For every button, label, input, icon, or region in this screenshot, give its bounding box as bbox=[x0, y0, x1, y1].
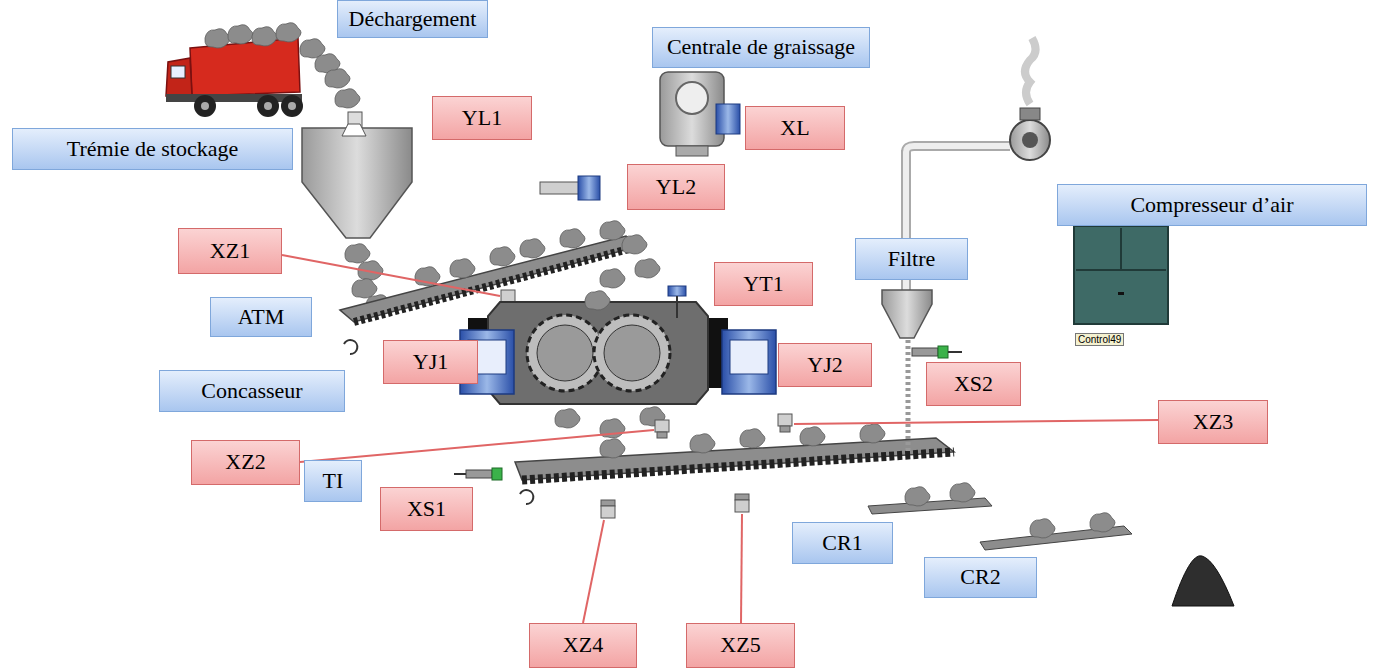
label-text: YJ2 bbox=[807, 353, 842, 377]
label-text: XZ1 bbox=[210, 239, 250, 263]
label-text: CR2 bbox=[960, 565, 1000, 589]
label-text: XS2 bbox=[954, 372, 993, 396]
label-text: Filtre bbox=[888, 247, 936, 271]
signal-label: YT1 bbox=[714, 262, 813, 306]
label-text: YL2 bbox=[656, 175, 696, 199]
label-text: ATM bbox=[238, 305, 284, 329]
signal-label: YL1 bbox=[432, 96, 532, 140]
label-text: XZ5 bbox=[720, 633, 760, 657]
control-label: Control49 bbox=[1075, 333, 1124, 346]
leader-lines bbox=[282, 255, 1158, 623]
label-text: YJ1 bbox=[413, 350, 448, 374]
signal-label: XZ2 bbox=[191, 440, 300, 485]
signal-label: YL2 bbox=[627, 164, 725, 210]
signal-label: XZ1 bbox=[178, 228, 282, 274]
label-text: XS1 bbox=[407, 497, 446, 521]
signal-label: YJ1 bbox=[383, 340, 478, 384]
label-text: TI bbox=[323, 469, 344, 493]
sensor-YT1 bbox=[668, 286, 686, 318]
signal-label: XZ5 bbox=[686, 623, 795, 668]
storage-hopper bbox=[302, 112, 412, 314]
truck bbox=[166, 23, 360, 117]
label-text: YT1 bbox=[743, 272, 783, 296]
equipment-label: Filtre bbox=[855, 238, 968, 280]
label-text: XZ3 bbox=[1193, 410, 1233, 434]
signal-label: YJ2 bbox=[778, 343, 872, 387]
speed-sensors bbox=[454, 346, 962, 480]
signal-label: XL bbox=[745, 106, 845, 150]
main-conveyor bbox=[515, 414, 954, 518]
grease-unit bbox=[660, 72, 740, 156]
equipment-label: Compresseur d’air bbox=[1057, 184, 1367, 226]
equipment-label: Déchargement bbox=[337, 0, 488, 38]
signal-label: XZ4 bbox=[529, 623, 637, 668]
label-text: XL bbox=[780, 116, 809, 140]
label-text: Déchargement bbox=[349, 7, 477, 31]
signal-label: XS1 bbox=[380, 487, 473, 531]
equipment-label: CR2 bbox=[924, 557, 1037, 598]
label-text: Concasseur bbox=[201, 379, 302, 403]
label-text: XZ2 bbox=[225, 450, 265, 474]
label-text: Trémie de stockage bbox=[67, 137, 238, 161]
label-text: Centrale de graissage bbox=[667, 35, 855, 59]
actuator-YL2 bbox=[540, 176, 600, 200]
air-compressor bbox=[1074, 226, 1168, 324]
label-text: Compresseur d’air bbox=[1130, 193, 1293, 217]
output-conveyors bbox=[868, 483, 1234, 606]
equipment-label: Trémie de stockage bbox=[12, 128, 293, 170]
drive-units bbox=[460, 330, 776, 394]
equipment-label: TI bbox=[304, 460, 362, 502]
equipment-label: Centrale de graissage bbox=[652, 27, 870, 68]
label-text: CR1 bbox=[822, 531, 862, 555]
signal-label: XZ3 bbox=[1158, 400, 1268, 444]
equipment-label: ATM bbox=[210, 297, 312, 337]
equipment-label: Concasseur bbox=[159, 370, 345, 412]
signal-label: XS2 bbox=[926, 362, 1021, 406]
label-text: YL1 bbox=[462, 106, 502, 130]
equipment-label: CR1 bbox=[792, 522, 893, 564]
label-text: XZ4 bbox=[563, 633, 603, 657]
